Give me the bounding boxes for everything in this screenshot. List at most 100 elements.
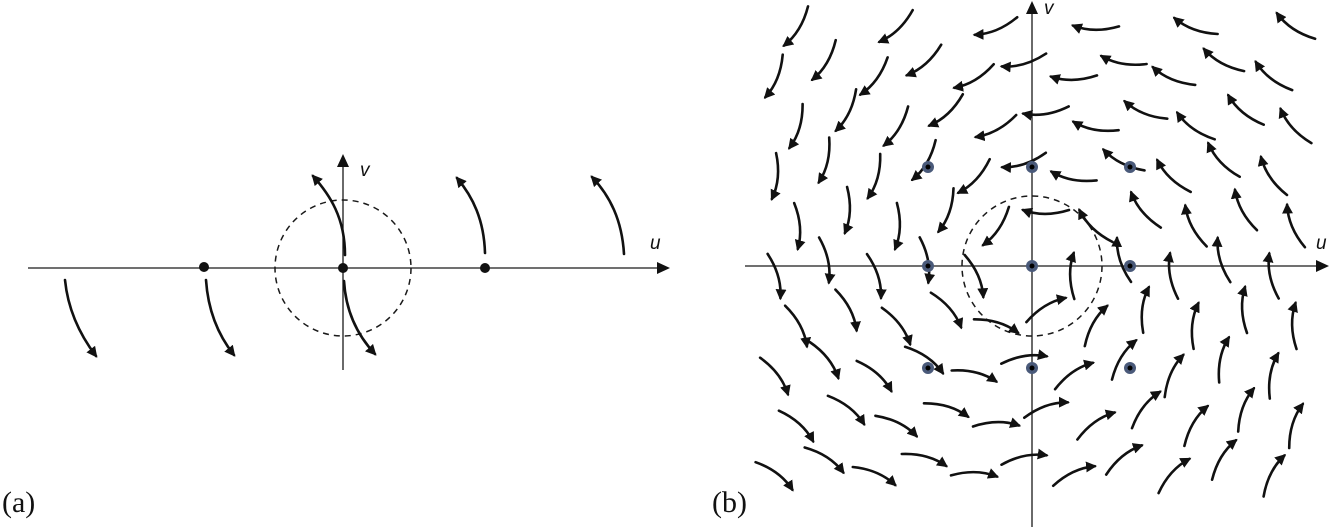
flow-arrow: [763, 53, 784, 99]
flow-arrow: [1163, 251, 1180, 300]
flow-arrow: [918, 236, 936, 285]
flow-arrow: [972, 317, 1020, 335]
flow-arrow: [971, 417, 1022, 428]
flow-arrow: [1181, 203, 1208, 248]
flow-arrow: [866, 152, 882, 200]
flow-arrow: [1237, 284, 1249, 335]
flow-arrow: [1023, 396, 1070, 419]
flow-arrow: [963, 253, 989, 300]
flow-arrow: [956, 157, 991, 195]
dashed-circle: [274, 199, 412, 337]
flow-arrow: [1102, 148, 1146, 172]
flow-arrow: [1202, 47, 1246, 73]
flow-arrow: [63, 278, 98, 358]
flow-arrow: [1076, 409, 1117, 441]
fixed-point: [480, 263, 490, 273]
flow-arrow: [810, 38, 837, 82]
flow-arrow: [826, 394, 866, 427]
flow-arrow: [783, 304, 812, 349]
flow-arrow: [937, 187, 955, 234]
flow-arrow: [1262, 251, 1280, 300]
flow-arrow: [1151, 65, 1197, 87]
flow-arrow: [834, 88, 858, 133]
flow-arrow: [1021, 105, 1070, 121]
flow-arrow: [972, 15, 1019, 40]
flow-arrow: [927, 93, 965, 128]
flow-arrow: [952, 62, 995, 92]
u-axis-label: u: [650, 233, 661, 254]
flow-arrow: [874, 414, 919, 438]
fixed-point: [338, 263, 348, 273]
flow-arrow: [1267, 351, 1280, 400]
flow-arrow: [1287, 402, 1305, 450]
flow-arrow: [758, 356, 791, 397]
flow-arrow: [893, 201, 904, 252]
u-axis-label: u: [1316, 233, 1327, 254]
panel-label-a: (a): [2, 486, 35, 519]
flow-arrow: [1278, 106, 1313, 145]
flow-arrow: [1083, 304, 1109, 348]
flow-arrow: [1078, 208, 1114, 244]
flow-arrow: [1071, 120, 1120, 133]
flow-arrow: [1210, 438, 1238, 481]
flow-arrow: [1156, 158, 1192, 194]
fixed-point: [1026, 362, 1038, 374]
flow-arrow: [1104, 443, 1144, 476]
flow-arrow: [204, 278, 236, 357]
flow-arrow: [999, 52, 1048, 73]
flow-arrow: [782, 5, 810, 47]
u-axis-arrowhead: [657, 262, 670, 274]
u-axis-arrowhead: [1316, 260, 1329, 272]
fixed-point: [1026, 161, 1038, 173]
flow-arrow: [1275, 11, 1317, 41]
v-axis-arrowhead: [337, 154, 349, 167]
flow-arrow: [788, 102, 804, 150]
flow-arrow: [817, 136, 831, 185]
fixed-point: [1124, 362, 1136, 374]
flow-arrow: [342, 279, 377, 356]
flow-arrows: [754, 5, 1317, 498]
flow-arrow: [817, 236, 836, 285]
fixed-point: [922, 362, 934, 374]
flow-arrow: [910, 138, 937, 182]
flow-arrow: [1139, 285, 1151, 335]
flow-arrow: [929, 291, 964, 330]
flow-arrow: [865, 252, 887, 301]
flow-arrow: [855, 359, 893, 394]
flow-arrow: [877, 8, 914, 44]
flow-arrow: [1049, 170, 1098, 183]
flow-arrow: [1111, 235, 1133, 284]
flow-arrow: [843, 185, 854, 236]
flow-arrow: [1183, 404, 1210, 448]
dashed-circle: [961, 195, 1103, 337]
flow-arrow: [1025, 294, 1068, 324]
fixed-point: [922, 161, 934, 173]
flow-arrow: [1110, 339, 1138, 381]
v-axis-label: v: [1044, 0, 1055, 19]
flow-arrow: [903, 345, 945, 375]
flow-arrow: [1000, 349, 1049, 365]
flow-arrow: [904, 43, 943, 78]
v-axis-label: v: [360, 160, 371, 181]
flow-arrow: [1070, 23, 1121, 34]
flow-arrow: [777, 409, 815, 444]
flow-arrow: [792, 201, 806, 252]
fixed-point: [199, 262, 209, 272]
flow-arrow: [922, 401, 970, 419]
flow-arrow: [834, 288, 861, 333]
flow-arrow: [1287, 300, 1298, 351]
fixed-point: [1124, 161, 1136, 173]
flow-arrow: [1157, 457, 1192, 495]
flow-arrow: [1189, 301, 1200, 351]
flow-arrows: [63, 174, 626, 358]
v-axis-arrowhead: [1026, 1, 1038, 14]
panel-a: u v (a): [2, 154, 670, 519]
flow-arrow: [770, 151, 781, 201]
flow-arrow: [1000, 448, 1049, 466]
flow-arrow: [900, 452, 948, 468]
flow-arrow: [1130, 390, 1162, 430]
flow-arrow: [1048, 74, 1099, 85]
flow-arrow: [1236, 386, 1256, 433]
fixed-point: [922, 260, 934, 272]
